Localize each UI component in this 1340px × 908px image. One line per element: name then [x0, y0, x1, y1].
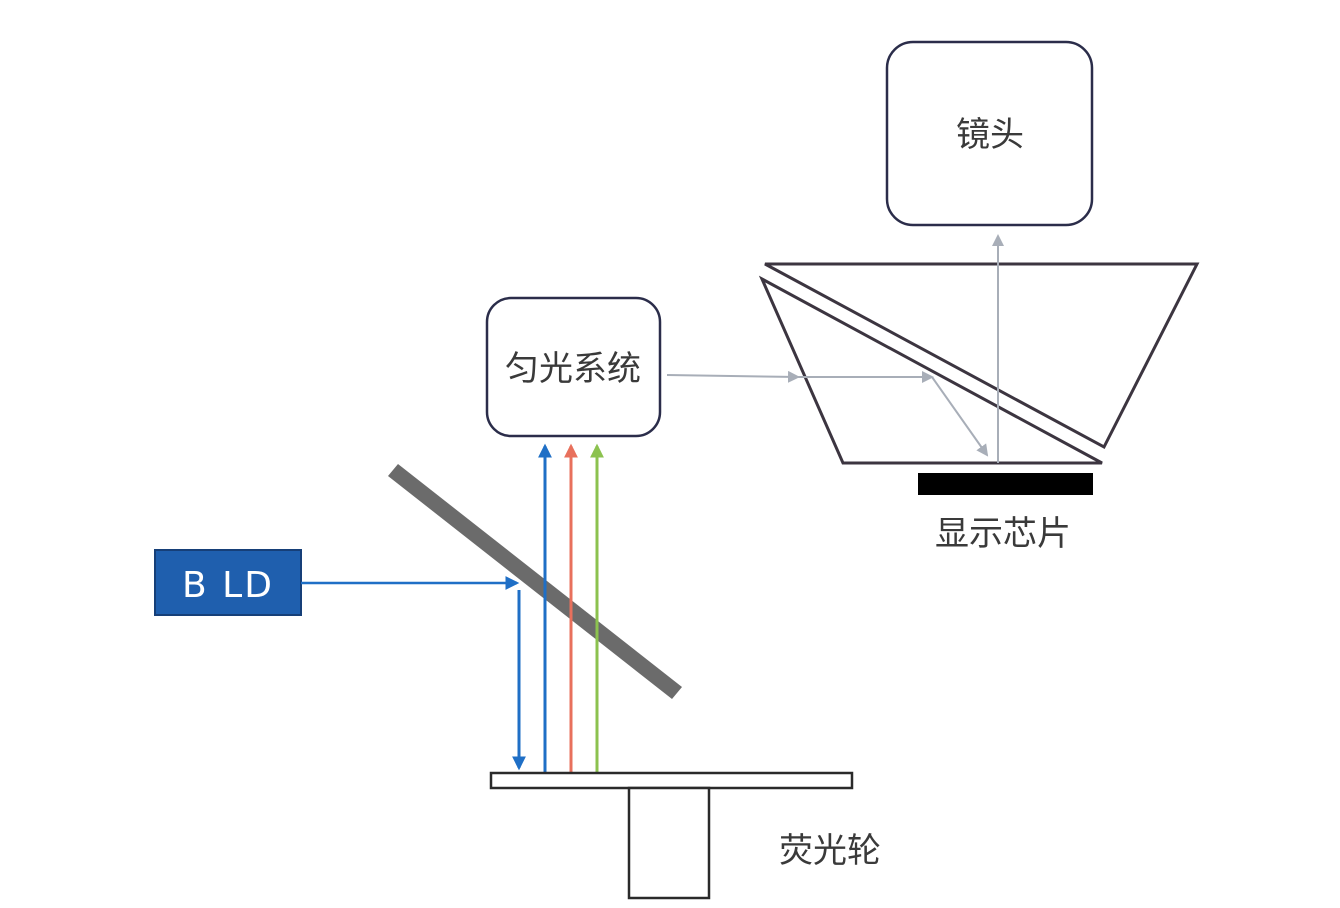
homogenizer-box: 匀光系统: [485, 296, 662, 438]
prism-upper-triangle: [764, 262, 1200, 450]
display-chip-label: 显示芯片: [935, 514, 1071, 554]
phosphor-wheel: [489, 771, 854, 900]
prism-lower-triangle: [758, 275, 1103, 465]
beam-to-prism: [666, 370, 800, 383]
dichroic-mirror: [388, 464, 682, 699]
bld-label: B LD: [182, 565, 274, 606]
beam-reflected-to-chip: [931, 376, 989, 457]
homogenizer-label: 匀光系统: [505, 349, 641, 389]
homogenizer-box-frame: [485, 296, 662, 438]
lens-label: 镜头: [956, 115, 1024, 155]
tir-prism: [758, 262, 1200, 465]
gray-light-path: [666, 234, 1004, 463]
phosphor-wheel-label: 荧光轮: [779, 831, 881, 871]
lens-box: 镜头: [885, 40, 1094, 227]
bld-box: [154, 549, 302, 616]
display-chip: [918, 473, 1093, 495]
bld-source: B LD: [154, 549, 302, 616]
phosphor-wheel-motor: [627, 786, 711, 900]
phosphor-wheel-plate: [489, 771, 854, 790]
lens-box-frame: [885, 40, 1094, 227]
